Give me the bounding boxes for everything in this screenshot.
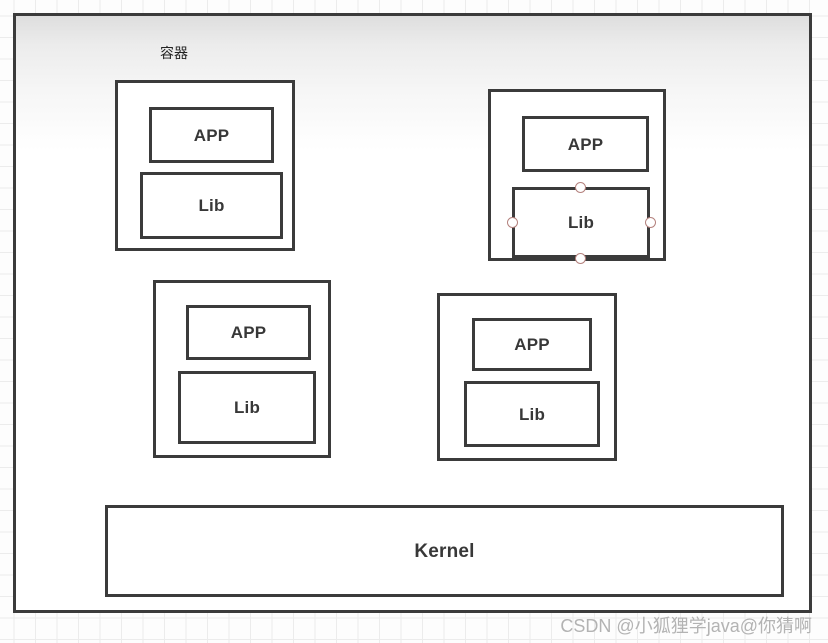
- container-1-lib-box[interactable]: Lib: [140, 172, 283, 239]
- container-2[interactable]: APP Lib: [488, 89, 666, 264]
- container-1-lib-label: Lib: [198, 196, 225, 215]
- lib-box-handle-bottom[interactable]: [575, 252, 586, 264]
- container-3-lib-label: Lib: [233, 398, 261, 417]
- csdn-watermark: CSDN @小狐狸学java@你猜啊: [560, 616, 812, 636]
- container-group-label: 容器: [160, 45, 188, 61]
- container-2-app-box[interactable]: APP: [522, 116, 649, 172]
- kernel-box[interactable]: Kernel: [105, 505, 784, 597]
- container-3-lib-box[interactable]: Lib: [178, 371, 316, 444]
- kernel-label: Kernel: [414, 540, 475, 562]
- container-2-app-label: APP: [567, 134, 604, 154]
- container-4-lib-box[interactable]: Lib: [464, 381, 600, 447]
- lib-box-handle-left[interactable]: [506, 217, 518, 228]
- container-1-app-label: APP: [193, 125, 230, 145]
- container-4[interactable]: APP Lib: [437, 293, 617, 461]
- container-4-lib-label: Lib: [518, 404, 546, 424]
- lib-box-handle-top[interactable]: [575, 181, 586, 193]
- container-1[interactable]: APP Lib: [115, 80, 295, 251]
- container-4-app-box[interactable]: APP: [472, 318, 592, 371]
- container-4-app-label: APP: [514, 335, 550, 354]
- diagram-outer-frame[interactable]: 容器 APP Lib APP Lib: [13, 13, 812, 613]
- container-1-app-box[interactable]: APP: [149, 107, 274, 163]
- container-2-lib-label: Lib: [567, 213, 595, 232]
- lib-box-handle-right[interactable]: [644, 217, 656, 228]
- container-3-app-box[interactable]: APP: [186, 305, 311, 360]
- container-2-lib-box[interactable]: Lib: [512, 187, 650, 258]
- container-3[interactable]: APP Lib: [153, 280, 331, 458]
- container-3-app-label: APP: [230, 323, 267, 342]
